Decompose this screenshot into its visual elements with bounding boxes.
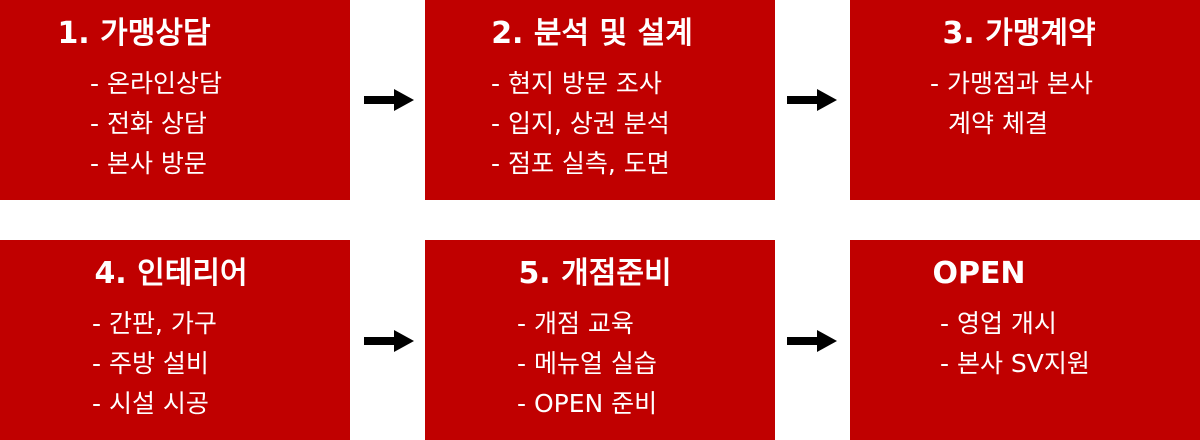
- step-item: - 본사 방문: [90, 149, 207, 178]
- step-item: - 개점 교육: [517, 309, 634, 338]
- step-item: - 입지, 상권 분석: [491, 109, 670, 138]
- step-title: 2. 분석 및 설계: [491, 16, 693, 51]
- right-arrow-icon: [364, 89, 414, 111]
- step-item: - 본사 SV지원: [940, 349, 1090, 378]
- step-item: - 가맹점과 본사: [930, 69, 1093, 98]
- step-item: - 주방 설비: [92, 349, 209, 378]
- step-item: - OPEN 준비: [517, 389, 658, 418]
- step-title: 1. 가맹상담: [57, 16, 211, 51]
- step-box-4: 4. 인테리어 - 간판, 가구 - 주방 설비 - 시설 시공: [0, 240, 350, 440]
- right-arrow-icon: [787, 89, 837, 111]
- step-title: OPEN: [932, 256, 1026, 291]
- step-box-3: 3. 가맹계약 - 가맹점과 본사 계약 체결: [850, 0, 1200, 200]
- step-item: - 메뉴얼 실습: [517, 349, 657, 378]
- step-item: - 시설 시공: [92, 389, 209, 418]
- step-box-2: 2. 분석 및 설계 - 현지 방문 조사 - 입지, 상권 분석 - 점포 실…: [425, 0, 775, 200]
- step-box-5: 5. 개점준비 - 개점 교육 - 메뉴얼 실습 - OPEN 준비: [425, 240, 775, 440]
- step-item: - 간판, 가구: [92, 309, 217, 338]
- right-arrow-icon: [787, 330, 837, 352]
- step-list: - 현지 방문 조사 - 입지, 상권 분석 - 점포 실측, 도면: [491, 64, 670, 184]
- step-item: - 현지 방문 조사: [491, 69, 662, 98]
- step-box-open: OPEN - 영업 개시 - 본사 SV지원: [850, 240, 1200, 440]
- step-item: - 전화 상담: [90, 109, 207, 138]
- step-list: - 온라인상담 - 전화 상담 - 본사 방문: [90, 64, 222, 184]
- step-list: - 가맹점과 본사 계약 체결: [930, 64, 1093, 144]
- step-list: - 영업 개시 - 본사 SV지원: [940, 304, 1090, 384]
- step-item: - 온라인상담: [90, 69, 222, 98]
- step-box-1: 1. 가맹상담 - 온라인상담 - 전화 상담 - 본사 방문: [0, 0, 350, 200]
- step-item: - 영업 개시: [940, 309, 1057, 338]
- step-item: 계약 체결: [948, 109, 1048, 138]
- step-list: - 개점 교육 - 메뉴얼 실습 - OPEN 준비: [517, 304, 657, 424]
- step-title: 3. 가맹계약: [942, 16, 1096, 51]
- right-arrow-icon: [364, 330, 414, 352]
- step-title: 4. 인테리어: [94, 256, 248, 291]
- step-item: - 점포 실측, 도면: [491, 149, 670, 178]
- step-title: 5. 개점준비: [518, 256, 672, 291]
- step-list: - 간판, 가구 - 주방 설비 - 시설 시공: [92, 304, 217, 424]
